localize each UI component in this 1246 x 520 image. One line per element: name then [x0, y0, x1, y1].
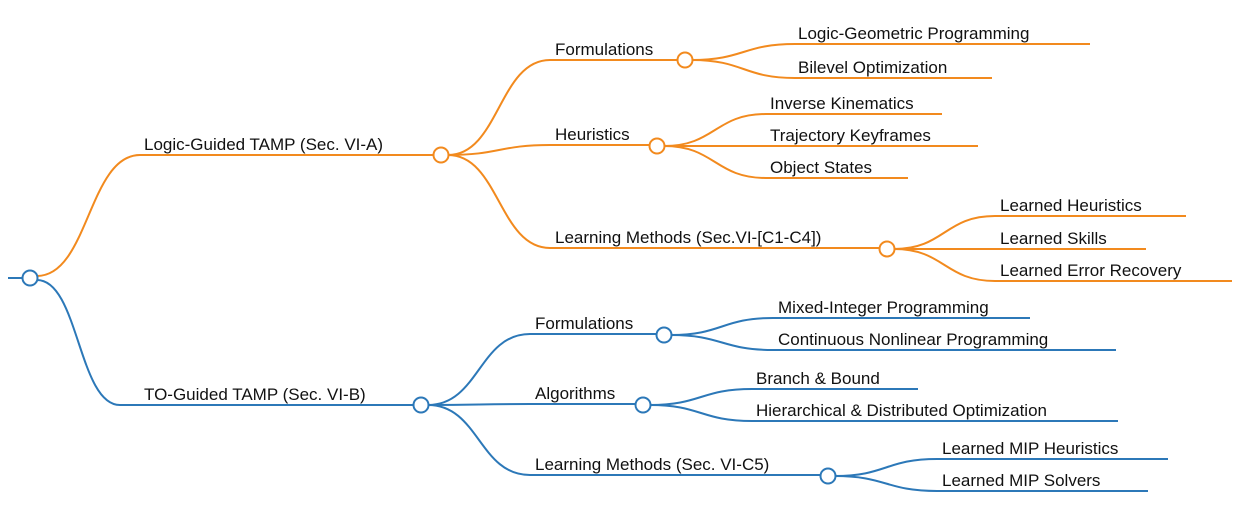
- hierarchical-distributed-optimization-label[interactable]: Hierarchical & Distributed Optimization: [756, 401, 1047, 420]
- learned-skills-label[interactable]: Learned Skills: [1000, 229, 1107, 248]
- logic-guided-branch: Logic-Guided TAMP (Sec. VI-A) Formulatio…: [144, 24, 1182, 280]
- bilevel-optimization-label[interactable]: Bilevel Optimization: [798, 58, 947, 77]
- connector-line: [663, 113, 767, 147]
- mixed-integer-programming-label[interactable]: Mixed-Integer Programming: [778, 298, 989, 317]
- branch-and-bound-label[interactable]: Branch & Bound: [756, 369, 880, 388]
- logic-geometric-programming-label[interactable]: Logic-Geometric Programming: [798, 24, 1029, 43]
- connector-line: [670, 317, 774, 336]
- logic-learning-methods-label[interactable]: Learning Methods (Sec.VI-[C1-C4]): [555, 228, 821, 247]
- connector-line: [670, 334, 774, 351]
- connector-line: [447, 154, 551, 249]
- logic-guided-tamp-node[interactable]: [432, 146, 450, 164]
- logic-formulations-label[interactable]: Formulations: [555, 40, 653, 59]
- root-to-to-line: [36, 279, 121, 406]
- connector-line: [427, 404, 531, 476]
- logic-heuristics-node[interactable]: [648, 137, 666, 155]
- to-algorithms-label[interactable]: Algorithms: [535, 384, 615, 403]
- connector-line: [649, 388, 753, 406]
- to-learning-methods-node[interactable]: [819, 467, 837, 485]
- connector-line: [649, 404, 753, 422]
- learned-error-recovery-label[interactable]: Learned Error Recovery: [1000, 261, 1182, 280]
- logic-guided-tamp-label[interactable]: Logic-Guided TAMP (Sec. VI-A): [144, 135, 383, 154]
- connector-line: [691, 59, 796, 79]
- learned-heuristics-label[interactable]: Learned Heuristics: [1000, 196, 1142, 215]
- to-guided-tamp-label[interactable]: TO-Guided TAMP (Sec. VI-B): [144, 385, 366, 404]
- object-states-label[interactable]: Object States: [770, 158, 872, 177]
- connector-line: [834, 458, 938, 477]
- continuous-nonlinear-programming-label[interactable]: Continuous Nonlinear Programming: [778, 330, 1048, 349]
- connector-line: [893, 215, 996, 250]
- to-formulations-label[interactable]: Formulations: [535, 314, 633, 333]
- connector-line: [691, 43, 796, 61]
- connector-line: [834, 475, 938, 492]
- inverse-kinematics-label[interactable]: Inverse Kinematics: [770, 94, 914, 113]
- topic-nodes: Logic-Guided TAMP (Sec. VI-A) Formulatio…: [21, 24, 1182, 490]
- learned-mip-solvers-label[interactable]: Learned MIP Solvers: [942, 471, 1100, 490]
- to-guided-tamp-node[interactable]: [412, 396, 430, 414]
- logic-learning-methods-node[interactable]: [878, 240, 896, 258]
- root-node-circle[interactable]: [21, 269, 39, 287]
- to-guided-branch: TO-Guided TAMP (Sec. VI-B) Formulations …: [144, 298, 1118, 490]
- to-formulations-node[interactable]: [655, 326, 673, 344]
- logic-heuristics-label[interactable]: Heuristics: [555, 125, 630, 144]
- connector-line: [663, 145, 767, 179]
- learned-mip-heuristics-label[interactable]: Learned MIP Heuristics: [942, 439, 1118, 458]
- connector-line: [427, 333, 531, 406]
- connector-line: [447, 144, 551, 156]
- to-learning-methods-label[interactable]: Learning Methods (Sec. VI-C5): [535, 455, 769, 474]
- root-to-logic-line: [36, 154, 141, 277]
- to-algorithms-node[interactable]: [634, 396, 652, 414]
- connector-lines: [8, 43, 1232, 492]
- logic-formulations-node[interactable]: [676, 51, 694, 69]
- connector-line: [447, 59, 551, 156]
- connector-line: [893, 248, 996, 282]
- connector-line: [427, 403, 531, 406]
- trajectory-keyframes-label[interactable]: Trajectory Keyframes: [770, 126, 931, 145]
